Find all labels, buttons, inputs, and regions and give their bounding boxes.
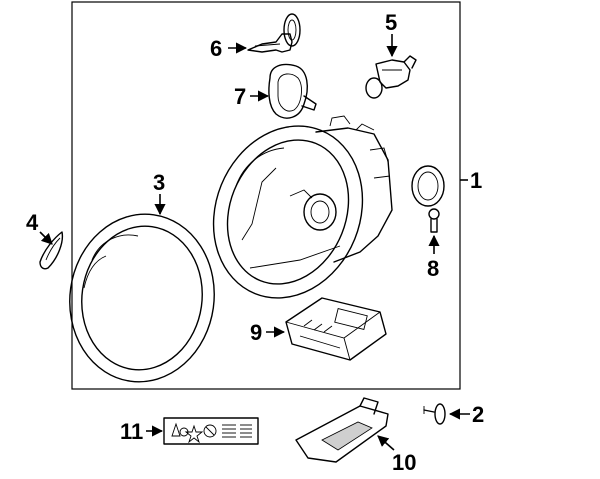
bezel-ring-part-3[interactable]: [59, 205, 225, 391]
callout-10: 10: [392, 450, 416, 475]
bulb-socket-part-5[interactable]: [365, 55, 417, 99]
bracket-part-10[interactable]: [295, 397, 389, 463]
bracket-shaded-panel: [321, 421, 373, 451]
warning-icon: [171, 422, 181, 437]
socket-ring-part-7[interactable]: [268, 63, 317, 119]
assembly-frame: [71, 1, 461, 390]
callout-1: 1: [470, 168, 482, 193]
callout-7: 7: [234, 84, 246, 109]
text-lines-icon: [222, 424, 252, 438]
callout-6: 6: [210, 36, 222, 61]
callout-8: 8: [427, 256, 439, 281]
screw-part-2[interactable]: [423, 403, 446, 425]
callout-9: 9: [250, 320, 262, 345]
prohibit-icon: [203, 424, 217, 438]
warning-label-part-11[interactable]: [163, 417, 259, 445]
star-icon: [184, 424, 204, 444]
callout-3: 3: [153, 170, 165, 195]
ballast-part-9[interactable]: [285, 297, 387, 361]
callout-5: 5: [385, 10, 397, 35]
callout-4: 4: [26, 210, 39, 235]
headlamp-housing[interactable]: [188, 103, 393, 320]
leader-4: [39, 231, 53, 245]
lens-part-4[interactable]: [39, 231, 64, 270]
callout-2: 2: [472, 402, 484, 427]
leader-10: [377, 435, 395, 451]
bulb-part-6[interactable]: [247, 13, 301, 53]
socket-cap-part-8[interactable]: [411, 165, 445, 233]
callout-11: 11: [120, 419, 143, 444]
